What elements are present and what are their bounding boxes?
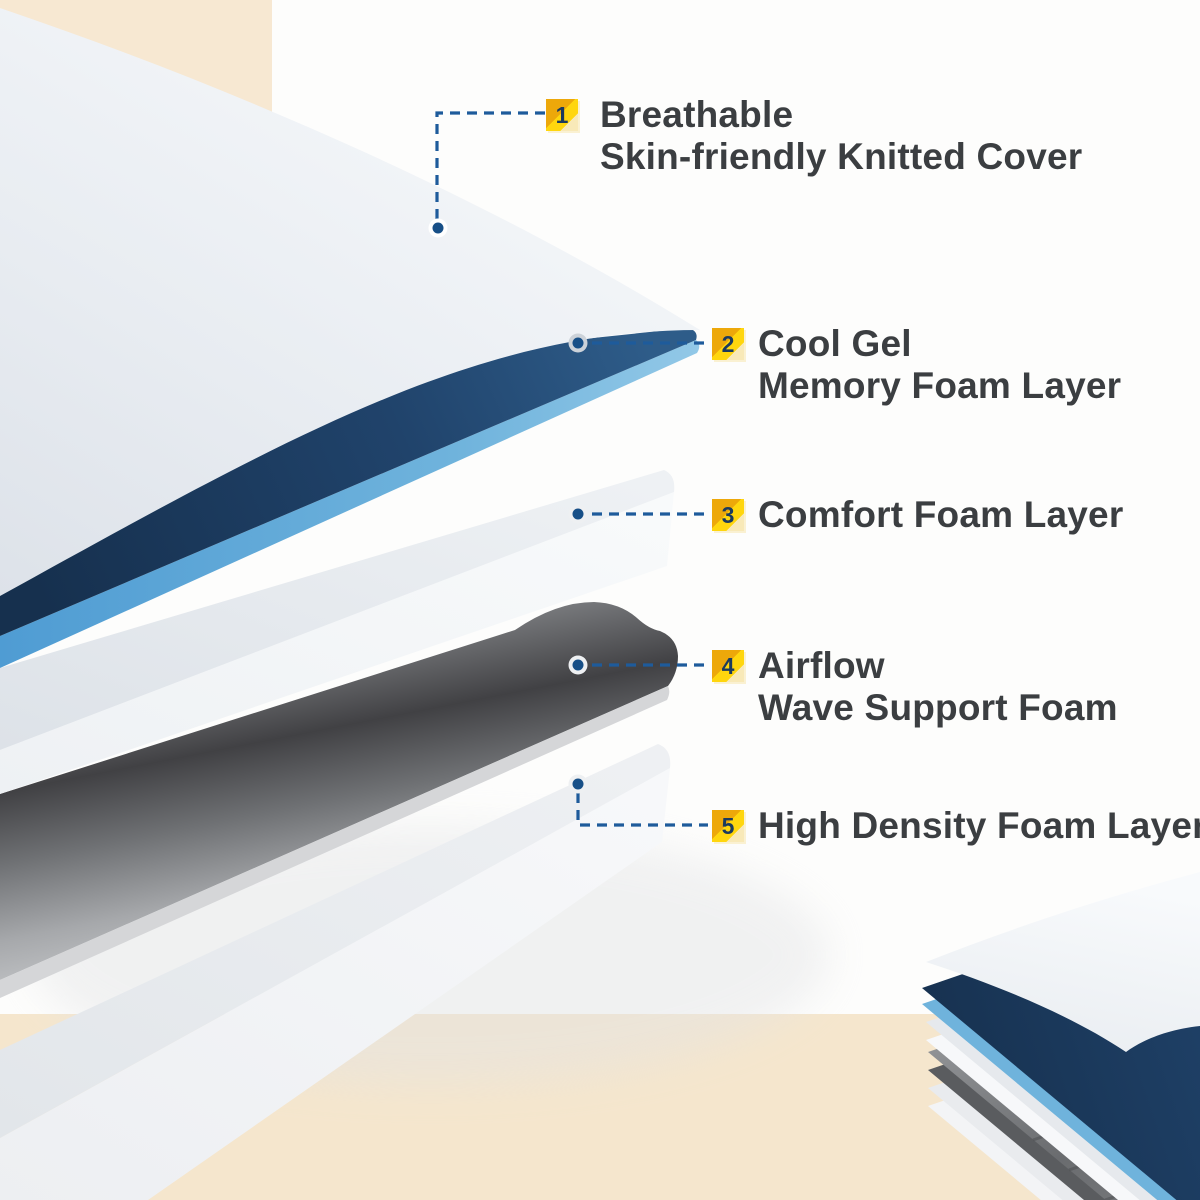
callout-dot-1 [428,218,448,238]
callout-label-4-line1: Airflow [758,645,885,686]
callout-label-1-line2: Skin-friendly Knitted Cover [600,136,1083,177]
layer-cool-gel-front-edge [0,340,700,668]
layer-high-density-foam-top [0,744,671,1138]
callout-label-4: Airflow Wave Support Foam [758,645,1118,729]
callout-label-4-line2: Wave Support Foam [758,687,1118,728]
callout-label-5-line1: High Density Foam Layer [758,805,1200,846]
callout-label-5: High Density Foam Layer [758,805,1200,847]
layer-high-density-foam-front [0,768,670,1200]
callout-badge-5: 5 [712,810,744,842]
callout-dot-4 [568,655,588,675]
callout-label-2-line2: Memory Foam Layer [758,365,1122,406]
callout-badge-1: 1 [546,99,578,131]
callout-label-1: Breathable Skin-friendly Knitted Cover [600,94,1082,178]
mini-mattress-stack [922,872,1200,1200]
callout-badge-2: 2 [712,328,744,360]
layer-airflow-wave-foam-bottom-edge [0,686,670,998]
callout-dot-3 [568,504,588,524]
callout-dot-2 [568,333,588,353]
layer-comfort-foam-top [0,470,675,750]
mini-knitted-cover [926,872,1200,1052]
leader-line-1 [435,111,545,221]
layer-comfort-foam-front [0,492,674,794]
callout-label-3: Comfort Foam Layer [758,494,1123,536]
callout-label-3-line1: Comfort Foam Layer [758,494,1124,535]
callout-badge-3: 3 [712,499,744,531]
layer-airflow-wave-foam [0,602,678,980]
callout-dot-5 [568,774,588,794]
layer-knitted-cover [0,8,700,596]
callout-badge-4: 4 [712,650,744,682]
callout-label-1-line1: Breathable [600,94,794,135]
callout-label-2: Cool Gel Memory Foam Layer [758,323,1121,407]
callout-label-2-line1: Cool Gel [758,323,912,364]
callout-dots [428,218,588,794]
